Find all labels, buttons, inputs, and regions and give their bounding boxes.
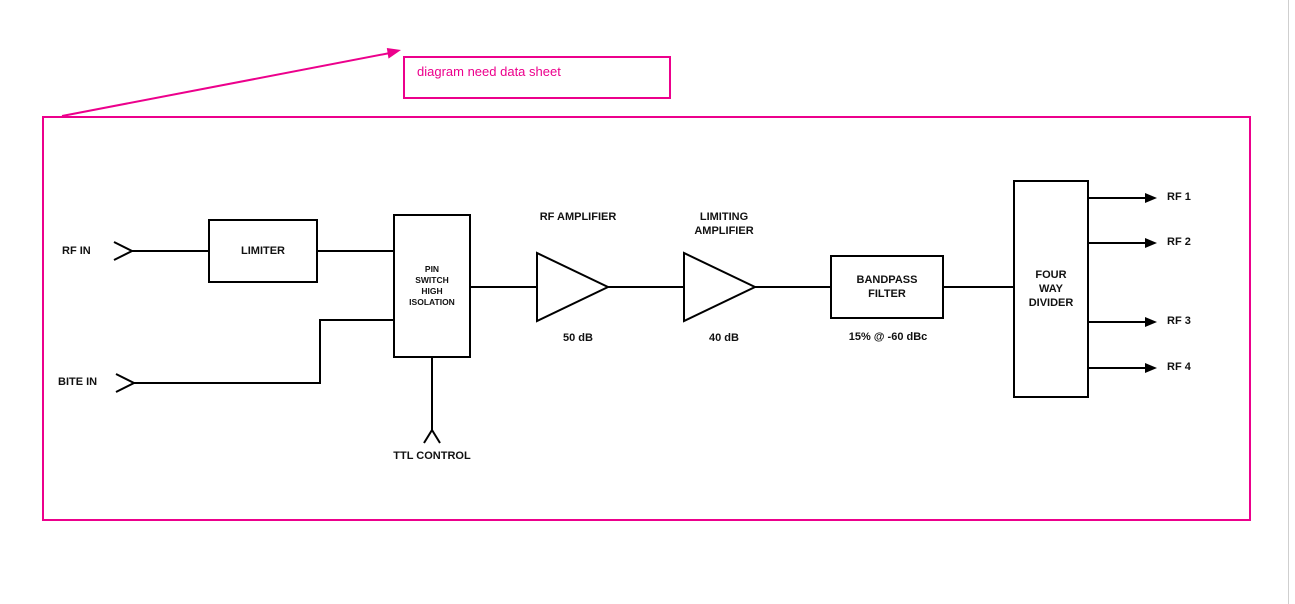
annotation-note[interactable]: diagram need data sheet [403,56,671,99]
pin-switch-label: PIN SWITCH HIGH ISOLATION [409,263,455,308]
limiting-amplifier-gain: 40 dB [709,332,739,344]
limiter-label: LIMITER [241,244,285,257]
ttl-control-label: TTL CONTROL [393,450,471,462]
limiter-block: LIMITER [208,219,318,283]
output-label-rf2: RF 2 [1167,236,1191,248]
rf-amplifier-gain: 50 dB [563,332,593,344]
annotation-arrow [61,48,401,117]
pin-switch-block: PIN SWITCH HIGH ISOLATION [393,214,471,358]
rf-in-label: RF IN [62,245,91,257]
bandpass-filter-label: BANDPASS FILTER [856,273,918,300]
rf-amplifier-label: RF AMPLIFIER [539,211,617,223]
bandpass-filter-spec: 15% @ -60 dBc [848,331,928,343]
limiting-amplifier-label: LIMITING AMPLIFIER [694,211,754,237]
page-edge-line [1288,0,1289,604]
bandpass-filter-block: BANDPASS FILTER [830,255,944,319]
output-label-rf1: RF 1 [1167,191,1191,203]
four-way-divider-block: FOUR WAY DIVIDER [1013,180,1089,398]
diagram-frame [42,116,1251,521]
output-label-rf3: RF 3 [1167,315,1191,327]
output-label-rf4: RF 4 [1167,361,1191,373]
four-way-divider-label: FOUR WAY DIVIDER [1028,268,1074,310]
bite-in-label: BITE IN [58,376,98,388]
annotation-text: diagram need data sheet [417,64,561,79]
